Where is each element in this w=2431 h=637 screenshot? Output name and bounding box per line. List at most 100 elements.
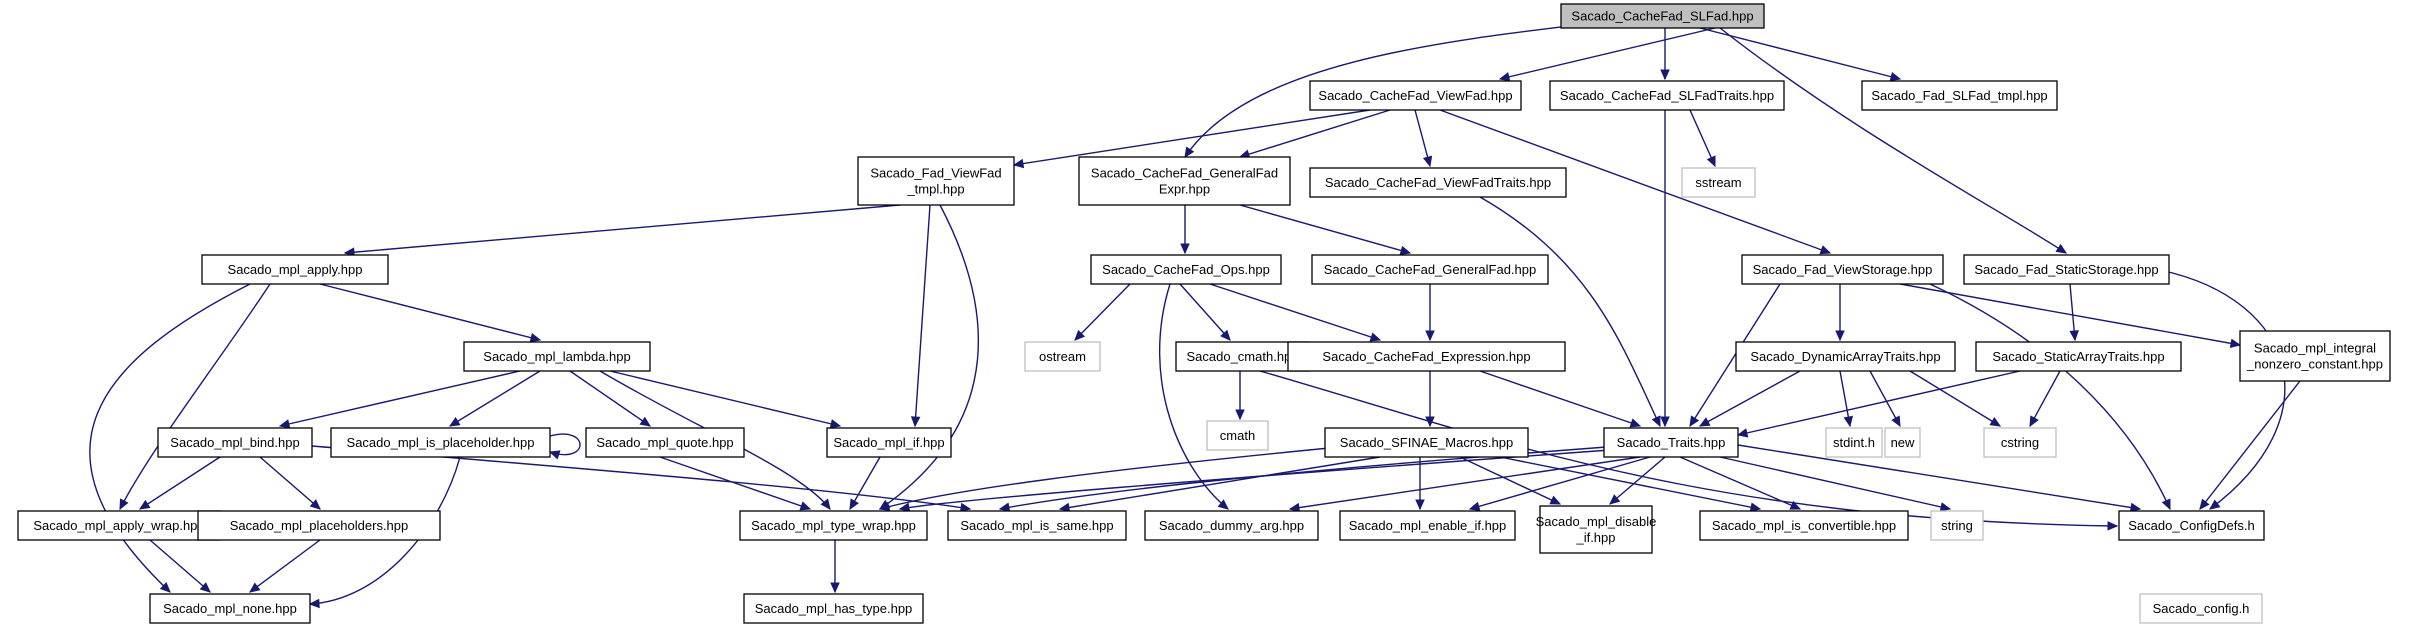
edge-sfinae-to-disableif [1459, 456, 1562, 505]
edge-quote-to-typewrap [659, 456, 812, 511]
edge-isplaceholder-to-isplaceholder [548, 433, 581, 460]
node-new[interactable]: new [1884, 427, 1921, 458]
node-dynarraytraits[interactable]: Sacado_DynamicArrayTraits.hpp [1735, 341, 1956, 372]
node-applywrap[interactable]: Sacado_mpl_apply_wrap.hpp [17, 510, 221, 541]
node-disableif-label-1: _if.hpp [1575, 530, 1615, 545]
node-string-label-0: string [1941, 518, 1973, 533]
edge-sfinae-to-typewrap [878, 445, 1351, 512]
node-generalfad[interactable]: Sacado_CacheFad_GeneralFad.hpp [1311, 254, 1549, 285]
node-sstream-label-0: sstream [1695, 175, 1741, 190]
node-staticarraytraits-label-0: Sacado_StaticArrayTraits.hpp [1992, 349, 2164, 364]
node-viewfad[interactable]: Sacado_CacheFad_ViewFad.hpp [1309, 80, 1522, 111]
edge-traits-to-enableif [1468, 456, 1651, 511]
node-fadviewfadtmpl-label-1: _tmpl.hpp [906, 182, 964, 197]
edge-sfinae-to-issame [1058, 456, 1381, 513]
node-viewstorage[interactable]: Sacado_Fad_ViewStorage.hpp [1741, 254, 1944, 285]
edge-cmathhpp-to-cmath [1235, 371, 1245, 421]
node-traits-label-0: Sacado_Traits.hpp [1617, 435, 1726, 450]
node-none[interactable]: Sacado_mpl_none.hpp [149, 593, 311, 624]
node-ops-label-0: Sacado_CacheFad_Ops.hpp [1102, 262, 1270, 277]
node-new-label-0: new [1891, 435, 1915, 450]
node-string[interactable]: string [1930, 510, 1984, 541]
node-dummyarg[interactable]: Sacado_dummy_arg.hpp [1144, 510, 1319, 541]
edge-applywrap-to-none [149, 539, 211, 593]
edge-generalfad-to-expression [1425, 284, 1435, 342]
node-integralnonzero[interactable]: Sacado_mpl_integral_nonzero_constant.hpp [2239, 330, 2391, 382]
node-issame[interactable]: Sacado_mpl_is_same.hpp [947, 510, 1127, 541]
edge-traits-to-typewrap [898, 449, 1611, 513]
edge-dynarraytraits-to-stdint [1839, 370, 1853, 428]
node-sstream[interactable]: sstream [1681, 167, 1756, 198]
node-cmath[interactable]: cmath [1206, 420, 1269, 451]
node-staticstorage-label-0: Sacado_Fad_StaticStorage.hpp [1974, 262, 2158, 277]
node-ostream[interactable]: ostream [1024, 341, 1101, 372]
edge-viewfad-to-viewfadtraits [1414, 109, 1433, 168]
node-viewfadtraits-label-0: Sacado_CacheFad_ViewFadTraits.hpp [1325, 175, 1551, 190]
node-slfadtraits-label-0: Sacado_CacheFad_SLFadTraits.hpp [1560, 88, 1774, 103]
node-isconvertible[interactable]: Sacado_mpl_is_convertible.hpp [1699, 510, 1909, 541]
node-sfinae[interactable]: Sacado_SFINAE_Macros.hpp [1324, 427, 1529, 458]
edge-bind-to-placeholders [259, 456, 321, 510]
edge-sfinae-to-isconvertible [1499, 456, 1762, 512]
edge-staticstorage-to-configdefs [2159, 269, 2286, 510]
edge-dynarraytraits-to-cstring [1909, 370, 2002, 427]
node-quote-label-0: Sacado_mpl_quote.hpp [596, 435, 733, 450]
node-typewrap-label-0: Sacado_mpl_type_wrap.hpp [751, 518, 916, 533]
edge-bind-to-applywrap [138, 456, 221, 510]
node-viewfadtraits[interactable]: Sacado_CacheFad_ViewFadTraits.hpp [1309, 167, 1567, 198]
node-bind[interactable]: Sacado_mpl_bind.hpp [157, 427, 313, 458]
node-fadviewfadtmpl-label-0: Sacado_Fad_ViewFad [870, 166, 1001, 181]
node-issame-label-0: Sacado_mpl_is_same.hpp [960, 518, 1113, 533]
node-staticstorage[interactable]: Sacado_Fad_StaticStorage.hpp [1963, 254, 2170, 285]
node-lambda[interactable]: Sacado_mpl_lambda.hpp [463, 341, 651, 372]
node-disableif[interactable]: Sacado_mpl_disable_if.hpp [1536, 505, 1657, 554]
node-mplif[interactable]: Sacado_mpl_if.hpp [826, 427, 952, 458]
node-isconvertible-label-0: Sacado_mpl_is_convertible.hpp [1712, 518, 1896, 533]
edge-generalfadexpr-to-generalfad [1239, 204, 1412, 256]
node-mplif-label-0: Sacado_mpl_if.hpp [833, 435, 944, 450]
node-none-label-0: Sacado_mpl_none.hpp [163, 601, 297, 616]
node-dummyarg-label-0: Sacado_dummy_arg.hpp [1159, 518, 1304, 533]
node-mplapply[interactable]: Sacado_mpl_apply.hpp [201, 254, 389, 285]
node-quote[interactable]: Sacado_mpl_quote.hpp [585, 427, 745, 458]
node-fadslfadtmpl-label-0: Sacado_Fad_SLFad_tmpl.hpp [1871, 88, 2047, 103]
node-typewrap[interactable]: Sacado_mpl_type_wrap.hpp [739, 510, 928, 541]
node-hastype-label-0: Sacado_mpl_has_type.hpp [755, 601, 913, 616]
node-slfadtraits[interactable]: Sacado_CacheFad_SLFadTraits.hpp [1549, 80, 1785, 111]
edge-viewfad-to-generalfadexpr [1238, 109, 1391, 159]
edge-ops-to-dummyarg [1158, 283, 1229, 510]
node-placeholders[interactable]: Sacado_mpl_placeholders.hpp [197, 510, 441, 541]
node-enableif[interactable]: Sacado_mpl_enable_if.hpp [1339, 510, 1516, 541]
node-confighdr[interactable]: Sacado_config.h [2139, 593, 2263, 624]
edge-viewstorage-to-configdefs [1929, 283, 2171, 511]
node-configdefs[interactable]: Sacado_ConfigDefs.h [2118, 510, 2265, 541]
node-stdint[interactable]: stdint.h [1825, 427, 1883, 458]
edge-traits-to-string [1719, 456, 1952, 512]
node-isplaceholder[interactable]: Sacado_mpl_is_placeholder.hpp [330, 427, 551, 458]
node-cstring[interactable]: cstring [1983, 427, 2057, 458]
edge-viewfad-to-viewstorage [1439, 109, 1832, 255]
node-generalfadexpr-label-1: Expr.hpp [1159, 182, 1210, 197]
node-confighdr-label-0: Sacado_config.h [2153, 601, 2250, 616]
edge-lambda-to-bind [278, 370, 521, 429]
node-ops[interactable]: Sacado_CacheFad_Ops.hpp [1090, 254, 1282, 285]
edge-expression-to-traits [1479, 370, 1642, 428]
edge-root-to-staticstorage [1719, 27, 2068, 254]
node-fadviewfadtmpl[interactable]: Sacado_Fad_ViewFad_tmpl.hpp [857, 156, 1015, 206]
node-fadslfadtmpl[interactable]: Sacado_Fad_SLFad_tmpl.hpp [1861, 80, 2058, 111]
node-cmathhpp[interactable]: Sacado_cmath.hpp [1175, 341, 1310, 372]
node-expression[interactable]: Sacado_CacheFad_Expression.hpp [1287, 341, 1566, 372]
edge-lambda-to-isplaceholder [448, 370, 541, 427]
node-root[interactable]: Sacado_CacheFad_SLFad.hpp [1560, 3, 1765, 29]
node-integralnonzero-label-1: _nonzero_constant.hpp [2246, 357, 2383, 372]
node-staticarraytraits[interactable]: Sacado_StaticArrayTraits.hpp [1975, 341, 2182, 372]
node-generalfadexpr-label-0: Sacado_CacheFad_GeneralFad [1091, 166, 1278, 181]
edge-dynarraytraits-to-traits [1698, 370, 1801, 427]
edge-traits-to-dummyarg [1288, 456, 1641, 513]
edge-sfinae-to-enableif [1415, 457, 1425, 511]
edge-ops-to-ostream [1074, 283, 1131, 341]
node-hastype[interactable]: Sacado_mpl_has_type.hpp [743, 593, 924, 624]
edge-ops-to-cmathhpp [1179, 283, 1231, 341]
node-traits[interactable]: Sacado_Traits.hpp [1603, 427, 1739, 458]
